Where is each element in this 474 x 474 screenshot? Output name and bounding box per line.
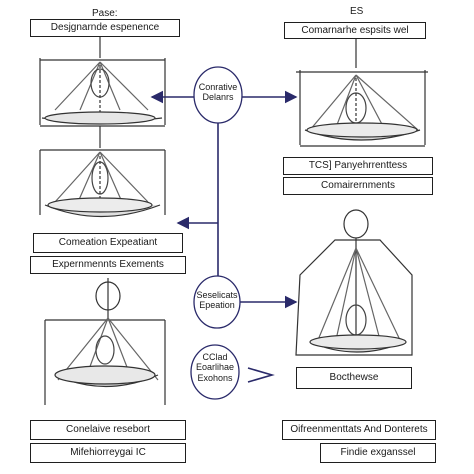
left-bottom-box-2: Mifehiorreygai IC [30,443,186,463]
right-base-box: Bocthewse [296,367,412,389]
circle-1-text: Conrative Delanrs [196,82,240,103]
left-bottom-box-1: Conelaive resebort [30,420,186,440]
right-apparatus-bottom [295,209,413,356]
right-bottom-box-1: Oifreenmenttats And Donterets [282,420,436,440]
chevron-arrow [247,367,275,383]
right-header-small: ES [350,6,364,17]
left-mid-box-1: Comeation Expeatiant [33,233,183,253]
circle-3-text: CClad Eoarlihae Exohons [192,352,238,383]
right-apparatus-top [296,38,428,147]
circle-3-line-3: Exohons [197,372,233,383]
center-circles [190,66,243,400]
right-mid-box-1: TCS] Panyehrrenttess [283,157,433,175]
circle-3-line-2: Eoarlihae [195,362,235,373]
circle-2-text: Seselicats Epeation [195,290,239,311]
circle-1-line-2: Delanrs [202,92,234,103]
right-bottom-box-2: Findie exganssel [320,443,436,463]
circle-1-line-1: Conrative [198,82,238,92]
right-mid-box-2: Comairernments [283,177,433,195]
circle-2-line-1: Seselicats [196,290,238,300]
left-apparatus-top [39,30,166,127]
circle-3-line-1: CClad [202,352,228,362]
left-apparatus-middle [39,126,166,218]
circle-outline-3 [190,344,240,400]
left-header-box: Desjgnarnde espenence [30,19,180,37]
left-apparatus-bottom [44,278,166,405]
right-header-box: Comarnarhe espsits wel [284,22,426,39]
circle-2-line-2: Epeation [199,300,235,311]
connectors [150,90,298,383]
left-mid-box-2: Expernmennts Exements [30,256,186,274]
left-header-small: Pase: [92,8,118,19]
